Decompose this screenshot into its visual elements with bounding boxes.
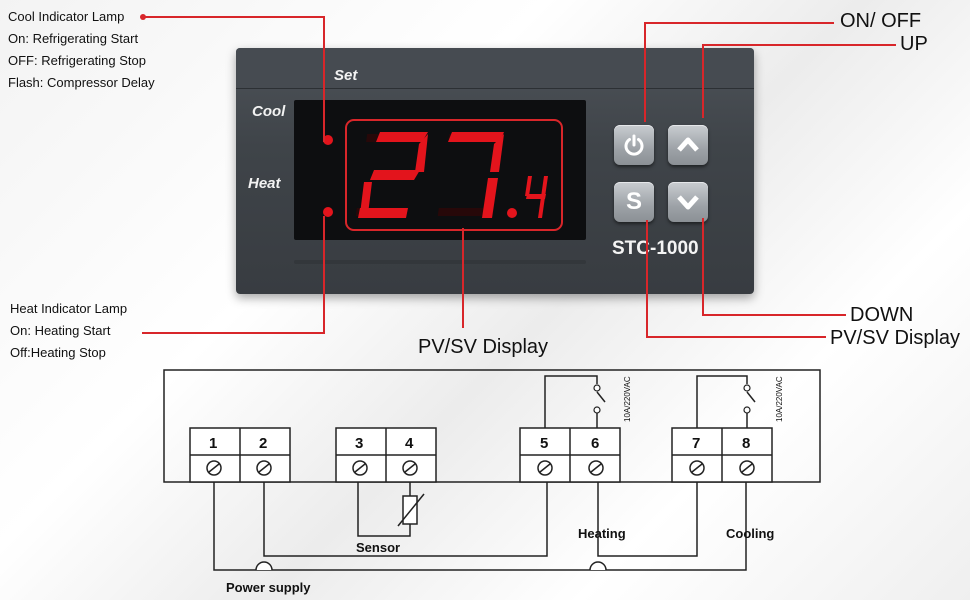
digit-4-small bbox=[525, 176, 548, 218]
cooling-label: Cooling bbox=[726, 526, 774, 541]
on-off-label: ON/ OFF bbox=[840, 10, 922, 32]
power-supply-label: Power supply bbox=[226, 580, 311, 595]
led-display bbox=[294, 100, 586, 240]
heat-label: Heat bbox=[248, 175, 281, 192]
terminal-8: 8 bbox=[742, 435, 750, 452]
heat-lamp-title: Heat Indicator Lamp bbox=[10, 301, 128, 316]
set-button[interactable]: S bbox=[614, 182, 654, 222]
device-top-band bbox=[236, 48, 754, 89]
terminal-2: 2 bbox=[259, 435, 267, 452]
heat-lamp-off: Off:Heating Stop bbox=[10, 345, 106, 360]
cool-lamp-title: Cool Indicator Lamp bbox=[8, 9, 125, 24]
terminal-7: 7 bbox=[692, 435, 700, 452]
chevron-up-icon bbox=[677, 137, 699, 152]
device-bottom-band bbox=[294, 260, 586, 264]
pv-sv-right-label: PV/SV Display bbox=[830, 327, 961, 349]
digit-7 bbox=[448, 132, 504, 218]
terminal-6: 6 bbox=[591, 435, 599, 452]
relay-1-rating: 10A/220VAC bbox=[623, 376, 632, 422]
decimal-point bbox=[507, 208, 517, 218]
thermostat-controller: Set Cool Heat bbox=[236, 48, 754, 294]
cool-lamp-off: OFF: Refrigerating Stop bbox=[8, 53, 146, 68]
model-number: STC-1000 bbox=[612, 238, 699, 259]
display-highlight-frame bbox=[345, 119, 563, 231]
up-button[interactable] bbox=[668, 125, 708, 165]
heating-label: Heating bbox=[578, 526, 626, 541]
down-button[interactable] bbox=[668, 182, 708, 222]
terminal-1: 1 bbox=[209, 435, 217, 452]
heat-indicator-lamp bbox=[323, 207, 333, 217]
power-icon bbox=[624, 134, 644, 156]
cool-label: Cool bbox=[252, 103, 286, 120]
up-label: UP bbox=[900, 33, 928, 55]
heat-lamp-on: On: Heating Start bbox=[10, 323, 111, 338]
relay-2-rating: 10A/220VAC bbox=[775, 376, 784, 422]
cool-lamp-on: On: Refrigerating Start bbox=[8, 31, 139, 46]
led-digits bbox=[323, 119, 563, 231]
set-label: Set bbox=[334, 67, 358, 84]
digit-2 bbox=[358, 132, 428, 218]
down-label: DOWN bbox=[850, 304, 914, 326]
pv-sv-center-label: PV/SV Display bbox=[418, 336, 549, 358]
chevron-down-icon bbox=[677, 195, 699, 210]
sensor-label: Sensor bbox=[356, 540, 400, 555]
terminal-3: 3 bbox=[355, 435, 363, 452]
set-button-label: S bbox=[625, 188, 642, 215]
cool-lamp-flash: Flash: Compressor Delay bbox=[8, 75, 155, 90]
power-button[interactable] bbox=[614, 125, 654, 165]
terminal-4: 4 bbox=[405, 435, 414, 452]
cool-indicator-lamp bbox=[323, 135, 333, 145]
terminal-5: 5 bbox=[540, 435, 548, 452]
